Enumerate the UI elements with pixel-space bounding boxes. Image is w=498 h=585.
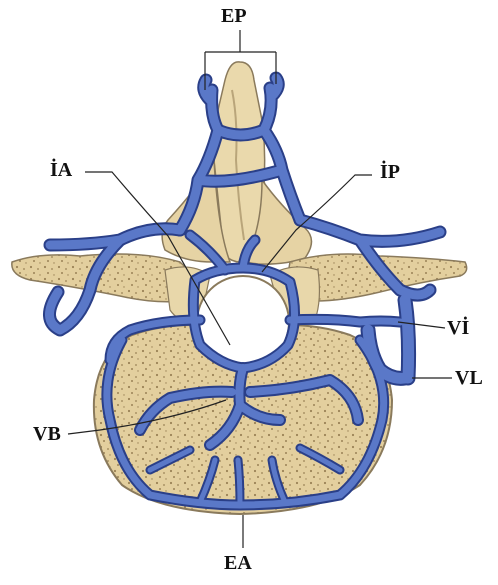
- label-ia: İA: [50, 160, 72, 180]
- label-vl: VL: [455, 368, 483, 388]
- label-vi: Vİ: [447, 318, 469, 338]
- label-ep: EP: [221, 6, 247, 26]
- label-ip: İP: [380, 162, 400, 182]
- label-ea: EA: [224, 553, 252, 573]
- label-vb: VB: [33, 424, 61, 444]
